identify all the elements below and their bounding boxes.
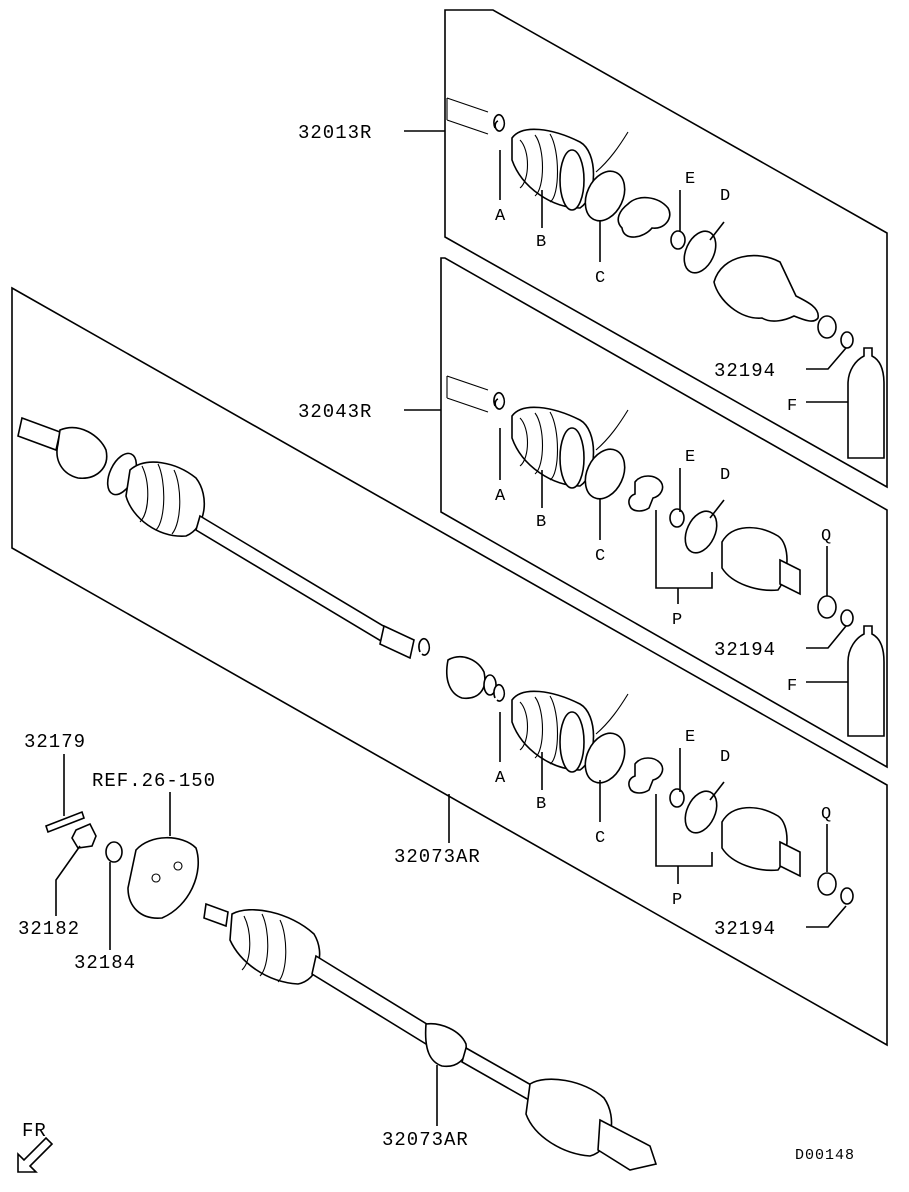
letter-d-middle: D xyxy=(720,466,730,485)
direction-label: FR xyxy=(22,1120,47,1142)
kit-panel-middle xyxy=(440,257,888,769)
label-circlip-lower: 32194 xyxy=(714,918,776,940)
callout-labels: 32013R 32043R 32073AR 32073AR 32179 REF.… xyxy=(17,122,855,1173)
letter-d-lower: D xyxy=(720,748,730,767)
label-shaft-assembly: 32073AR xyxy=(394,846,481,868)
label-reference: REF.26-150 xyxy=(92,770,216,792)
letter-b-middle: B xyxy=(536,513,546,532)
letter-e-middle: E xyxy=(685,448,695,467)
label-circlip-middle: 32194 xyxy=(714,639,776,661)
letter-c-lower: C xyxy=(595,829,605,848)
letter-c-middle: C xyxy=(595,547,605,566)
label-kit-middle: 32043R xyxy=(298,401,372,423)
letter-c-upper: C xyxy=(595,269,605,288)
letter-f-middle: F xyxy=(787,677,797,696)
label-kit-upper: 32013R xyxy=(298,122,372,144)
leader-lines xyxy=(55,130,848,1126)
letter-a-upper: A xyxy=(495,207,506,226)
diagram-id: D00148 xyxy=(795,1147,855,1164)
label-cotter-pin: 32179 xyxy=(24,731,86,753)
label-shaft-lower: 32073AR xyxy=(382,1129,469,1151)
letter-a-middle: A xyxy=(495,487,506,506)
letter-b-upper: B xyxy=(536,233,546,252)
upper-kit-parts xyxy=(446,97,885,459)
middle-kit-parts xyxy=(446,375,885,737)
kit-panel-upper xyxy=(444,9,888,489)
letter-a-lower: A xyxy=(495,769,506,788)
letter-p-lower: P xyxy=(672,891,682,910)
letter-b-lower: B xyxy=(536,795,546,814)
shaft-panel xyxy=(11,286,888,1047)
letter-e-upper: E xyxy=(685,170,695,189)
letter-q-lower: Q xyxy=(821,805,831,824)
letter-d-upper: D xyxy=(720,187,730,206)
front-arrow-icon xyxy=(17,1136,54,1173)
letter-p-middle: P xyxy=(672,611,682,630)
label-washer: 32184 xyxy=(74,952,136,974)
label-nut: 32182 xyxy=(18,918,80,940)
shaft-assembly-parts xyxy=(17,416,854,905)
letter-q-middle: Q xyxy=(821,527,831,546)
letter-e-lower: E xyxy=(685,728,695,747)
label-circlip-upper: 32194 xyxy=(714,360,776,382)
letter-f-upper: F xyxy=(787,397,797,416)
hub-and-lower-shaft xyxy=(45,810,658,1171)
